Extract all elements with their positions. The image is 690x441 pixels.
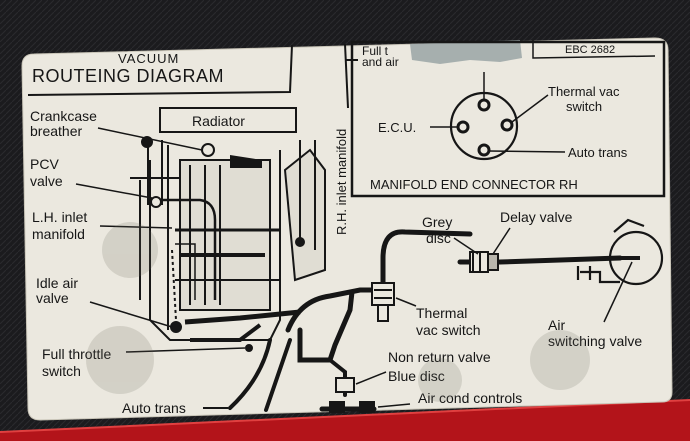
reference-number: EBC 2682 [565,44,615,56]
idle-air-valve-l2: valve [36,290,69,306]
full-throttle-switch-l2: switch [42,363,81,379]
auto-trans-bottom-label: Auto trans [122,400,186,416]
rh-inlet-manifold-label: R.H. inlet manifold [334,129,349,235]
reference-box: EBC 2682 [532,40,656,59]
delay-valve-body [469,251,499,273]
full-throttle-switch-l1: Full throttle [42,346,111,362]
pin-bottom [477,143,491,157]
lh-inlet-manifold-l2: manifold [32,226,85,242]
label-card [21,37,673,421]
air-switching-valve-l1: Air [548,317,565,333]
torn-text-1: Full t [362,44,389,58]
connector-title: MANIFOLD END CONNECTOR RH [370,177,578,192]
pin-left [456,120,470,134]
air-switching-valve-l2: switching valve [548,333,642,349]
idle-air-valve-l1: Idle air [36,275,78,291]
crankcase-breather-l1: Crankcase [30,108,97,124]
thermal-vac-switch-body [371,282,395,322]
lh-inlet-manifold-l1: L.H. inlet [32,209,87,225]
torn-corner [410,40,522,64]
non-return-valve-body [329,377,375,413]
title-box: VACUUM ROUTEING DIAGRAM [27,44,293,96]
torn-text-2: and air [362,55,399,69]
wear-marks [86,222,590,402]
radiator-label: Radiator [192,113,245,129]
crankcase-breather-l2: breather [30,123,82,139]
pcv-valve-l2: valve [30,173,63,189]
red-frame [0,400,690,441]
non-return-valve-l1: Non return valve [388,349,491,365]
thermal-vac-switch-top-l1: Thermal vac [548,84,620,99]
title-top: VACUUM [118,51,179,66]
title-main: ROUTEING DIAGRAM [32,66,224,86]
grey-disc-l1: Grey [422,214,452,230]
ecu-label: E.C.U. [378,120,416,135]
thermal-vac-switch-mid-l1: Thermal [416,305,467,321]
pin-right [500,118,514,132]
thermal-vac-switch-mid-l2: vac switch [416,322,481,338]
non-return-valve-l2: Blue disc [388,368,445,384]
thermal-vac-switch-top-l2: switch [566,99,602,114]
engine-drawing [130,107,326,352]
delay-valve-label: Delay valve [500,209,573,225]
auto-trans-connector-label: Auto trans [568,145,628,160]
air-switching-valve-body [576,218,664,286]
air-cond-controls-label: Air cond controls [418,390,522,406]
grey-disc-l2: disc [426,230,451,246]
connector-box: MANIFOLD END CONNECTOR RH E.C.U. Thermal… [350,40,666,198]
radiator-box [159,107,297,133]
pcv-valve-l1: PCV [30,156,59,172]
